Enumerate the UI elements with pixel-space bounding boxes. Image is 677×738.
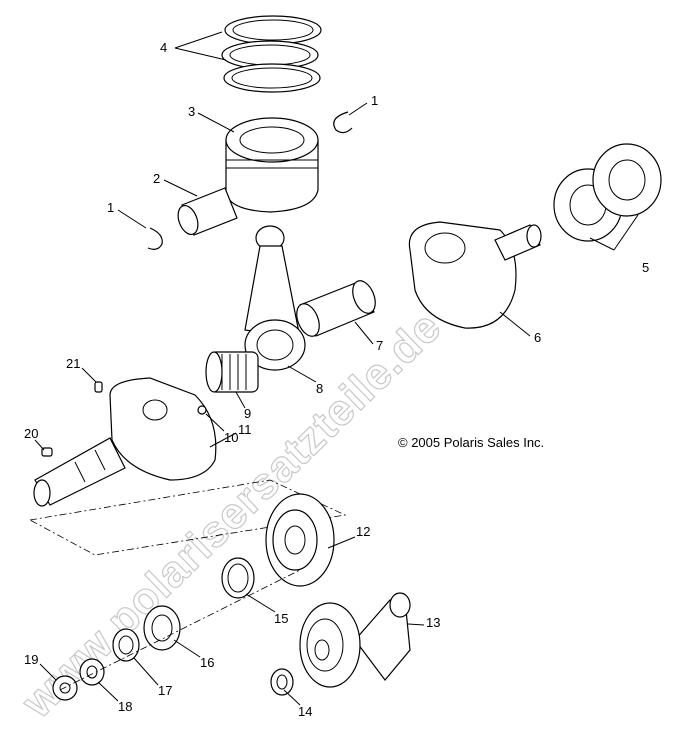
callout-5: 5 bbox=[642, 260, 649, 275]
callout-19: 19 bbox=[24, 652, 38, 667]
callout-1a: 1 bbox=[371, 93, 378, 108]
piston-pin bbox=[177, 187, 238, 236]
needle-bearing bbox=[205, 351, 259, 393]
callout-21: 21 bbox=[66, 356, 80, 371]
callout-3: 3 bbox=[188, 104, 195, 119]
callout-6: 6 bbox=[534, 330, 541, 345]
callout-11: 11 bbox=[238, 422, 252, 437]
crankshaft-half-right bbox=[408, 221, 542, 329]
connecting-rod bbox=[244, 225, 306, 371]
callout-17: 17 bbox=[158, 683, 172, 698]
crank-pin bbox=[296, 280, 376, 337]
callout-20: 20 bbox=[24, 426, 38, 441]
copyright-notice: © 2005 Polaris Sales Inc. bbox=[398, 435, 544, 450]
callout-9: 9 bbox=[244, 406, 251, 421]
callout-14: 14 bbox=[298, 704, 312, 719]
callout-12: 12 bbox=[356, 524, 370, 539]
thrust-washer-15 bbox=[221, 557, 255, 599]
callout-2: 2 bbox=[153, 171, 160, 186]
callout-15: 15 bbox=[274, 611, 288, 626]
callout-8: 8 bbox=[316, 381, 323, 396]
callout-10: 10 bbox=[224, 430, 238, 445]
callout-13: 13 bbox=[426, 615, 440, 630]
circlip-upper bbox=[333, 111, 353, 134]
callout-7: 7 bbox=[376, 338, 383, 353]
key-pin bbox=[94, 381, 103, 393]
crankshaft-half-left bbox=[33, 377, 217, 507]
nut bbox=[112, 628, 140, 662]
piston-rings bbox=[221, 15, 322, 93]
main-bearings bbox=[553, 143, 662, 242]
sprocket bbox=[143, 605, 181, 651]
dowel-pin bbox=[197, 405, 207, 415]
piston bbox=[225, 117, 319, 213]
callout-1b: 1 bbox=[107, 200, 114, 215]
crank-gear bbox=[265, 493, 335, 587]
woodruff-key bbox=[41, 447, 53, 457]
callout-16: 16 bbox=[200, 655, 214, 670]
balance-shaft-gear bbox=[299, 592, 411, 688]
circlip-lower bbox=[147, 227, 163, 250]
bolt bbox=[52, 675, 78, 701]
washer-14 bbox=[270, 668, 294, 696]
assembly-outline bbox=[28, 479, 347, 556]
leader-lines bbox=[34, 31, 639, 706]
callout-4: 4 bbox=[160, 40, 167, 55]
washer-18 bbox=[79, 658, 105, 686]
callout-labels: 4 3 1 2 1 5 6 7 8 9 10 11 20 21 12 13 14… bbox=[24, 40, 649, 719]
callout-18: 18 bbox=[118, 699, 132, 714]
